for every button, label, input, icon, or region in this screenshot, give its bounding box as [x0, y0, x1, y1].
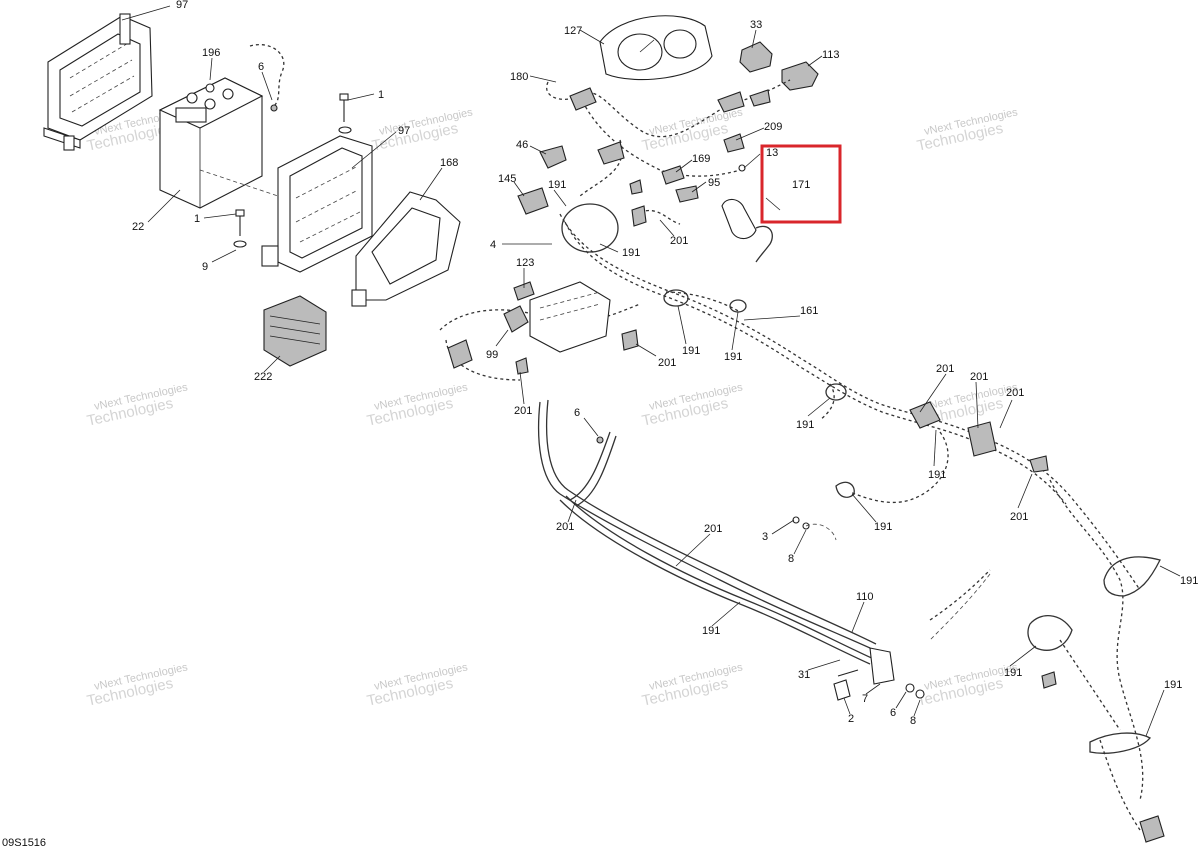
callout-label: 201 [670, 235, 688, 247]
callout-label: 4 [490, 239, 496, 251]
callout-label: 201 [514, 405, 532, 417]
callout-label: 46 [516, 139, 528, 151]
callout-label: 191 [682, 345, 700, 357]
callout-label: 168 [440, 157, 458, 169]
watermark: vNext Technologies Technologies [370, 106, 474, 154]
callout-label: 191 [548, 179, 566, 191]
callout-label: 6 [574, 407, 580, 419]
watermark: vNext Technologies Technologies [365, 381, 469, 429]
callout-label: 161 [800, 305, 818, 317]
callout-label: 145 [498, 173, 516, 185]
sensor-171-drawing [721, 197, 781, 263]
callout-label: 110 [856, 591, 874, 603]
callout-label: 97 [176, 0, 188, 11]
callout-label: 191 [1164, 679, 1182, 691]
callout-label: 22 [132, 221, 144, 233]
leader-lines [121, 5, 1181, 737]
callout-label: 123 [516, 257, 534, 269]
wire-6-drawing [249, 44, 285, 112]
callout-label: 33 [750, 19, 762, 31]
callout-label: 201 [970, 371, 988, 383]
fuse-box-housing-drawing [261, 135, 373, 273]
callout-label: 127 [564, 25, 582, 37]
loop-191-upper-drawing [561, 203, 619, 253]
callout-label: 169 [692, 153, 710, 165]
callout-label: 7 [862, 693, 868, 705]
callout-label: 196 [202, 47, 220, 59]
callout-label: 191 [724, 351, 742, 363]
callout-label: 191 [702, 625, 720, 637]
callout-label: 31 [798, 669, 810, 681]
callout-label: 201 [1006, 387, 1024, 399]
callout-label: 191 [796, 419, 814, 431]
callout-label: 180 [510, 71, 528, 83]
watermark: vNext Technologies Technologies [85, 661, 189, 709]
callout-label: 8 [788, 553, 794, 565]
small-connectors-drawing [517, 133, 746, 215]
callout-label: 201 [936, 363, 954, 375]
harness-clips-drawing [447, 289, 1165, 843]
watermark-layer: vNext Technologies Technologies vNext Te… [85, 106, 1019, 709]
callout-label: 99 [486, 349, 498, 361]
callout-label: 95 [708, 177, 720, 189]
ground-studs-drawing [792, 516, 991, 641]
callout-label: 222 [254, 371, 272, 383]
battery-drawing [158, 77, 291, 209]
instrument-cluster-drawing [599, 15, 713, 81]
callout-label: 1 [378, 89, 384, 101]
callout-label: 8 [910, 715, 916, 727]
bracket-168-drawing [351, 191, 461, 307]
top-harness-drawing [546, 79, 791, 197]
callout-label: 201 [704, 523, 722, 535]
watermark: vNext Technologies Technologies [85, 381, 189, 429]
callout-label: 3 [762, 531, 768, 543]
watermark: vNext Technologies Technologies [915, 106, 1019, 154]
callout-label: 6 [258, 61, 264, 73]
callout-label: 171 [792, 179, 810, 191]
callout-label: 13 [766, 147, 778, 159]
diagram-code: 09S1516 [2, 837, 46, 849]
callout-label: 191 [928, 469, 946, 481]
callout-label: 113 [822, 49, 840, 61]
callout-label: 191 [622, 247, 640, 259]
callout-label: 6 [890, 707, 896, 719]
callout-label: 1 [194, 213, 200, 225]
watermark: vNext Technologies Technologies [365, 661, 469, 709]
callout-label: 201 [1010, 511, 1028, 523]
main-harness-drawing [439, 213, 1144, 831]
regulator-222-drawing [263, 295, 327, 367]
callout-label: 209 [764, 121, 782, 133]
ecm-bracket-drawing [43, 13, 153, 151]
watermark: vNext Technologies Technologies [640, 381, 744, 429]
callout-labels: 97 196 6 1 97 22 1 9 168 222 127 33 113 … [132, 0, 1198, 727]
callout-label: 201 [658, 357, 676, 369]
watermark: vNext Technologies Technologies [640, 661, 744, 709]
sensor-201-upper-drawing [631, 205, 681, 227]
switch-113-drawing [781, 61, 819, 91]
battery-cables-drawing [538, 399, 925, 701]
callout-label: 97 [398, 125, 410, 137]
highlight-box [760, 144, 842, 224]
callout-label: 191 [1180, 575, 1198, 587]
callout-label: 191 [874, 521, 892, 533]
callout-label: 191 [1004, 667, 1022, 679]
callout-label: 201 [556, 521, 574, 533]
callout-label: 9 [202, 261, 208, 273]
switch-33-drawing [739, 41, 773, 73]
callout-label: 2 [848, 713, 854, 725]
bolt-drawing [233, 93, 352, 248]
fuse-block-drawing [503, 281, 611, 353]
